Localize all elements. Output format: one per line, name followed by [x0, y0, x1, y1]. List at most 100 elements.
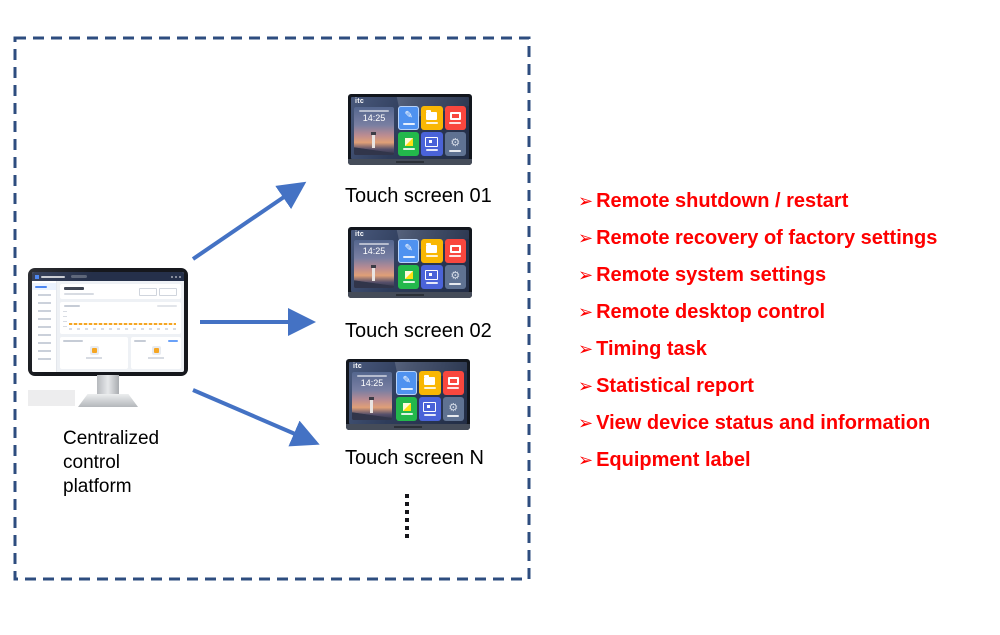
device-bottom-bezel	[348, 159, 472, 165]
touch-screen-device-n: itc 14:25 ✎ ⚙	[346, 359, 470, 430]
touch-screen-device-02: itc 14:25 ✎ ⚙	[348, 227, 472, 298]
device-bottom-bezel	[346, 424, 470, 430]
screen-share-icon	[423, 402, 437, 412]
whiteboard-tile: ✎	[398, 239, 420, 263]
clock-time: 14:25	[362, 246, 386, 256]
screen-share-icon	[425, 270, 439, 280]
clock-time: 14:25	[362, 113, 386, 123]
dashboard-main	[57, 281, 184, 372]
feature-text: Remote recovery of factory settings	[596, 227, 938, 249]
device-screen: itc 14:25 ✎ ⚙	[349, 362, 467, 424]
feature-text: Remote system settings	[596, 264, 827, 286]
speaker-grille	[396, 294, 424, 296]
tile-label-placeholder	[423, 414, 436, 416]
feature-item: ➢Remote system settings	[578, 257, 937, 294]
cube-icon	[404, 271, 413, 279]
tile-label-placeholder	[447, 414, 460, 417]
feature-text: Statistical report	[596, 375, 754, 397]
lighthouse-photo: 14:25	[354, 240, 394, 288]
file-manager-tile	[419, 371, 441, 395]
feature-item: ➢Remote recovery of factory settings	[578, 220, 937, 257]
tile-label-placeholder	[402, 281, 415, 283]
welcome-tile	[398, 132, 420, 156]
itc-logo: itc	[353, 363, 363, 370]
panel-title-placeholder	[133, 340, 146, 342]
dashboard-bottom-row	[60, 337, 181, 369]
tile-label-placeholder	[425, 122, 438, 124]
dashboard-logo	[35, 274, 39, 279]
itc-logo: itc	[355, 231, 365, 238]
tile-label-placeholder	[425, 282, 438, 284]
feature-item: ➢View device status and information	[578, 405, 937, 442]
arrow-to-screen-01	[191, 181, 307, 261]
settings-tile: ⚙	[442, 397, 464, 421]
arrow-to-screen-n	[192, 388, 320, 447]
tile-label-placeholder	[400, 413, 413, 415]
apps-tile	[444, 239, 466, 263]
device-screen: itc 14:25 ✎ ⚙	[351, 230, 469, 292]
empty-state-halo	[89, 346, 99, 356]
whiteboard-tile: ✎	[396, 371, 418, 395]
empty-state-icon	[153, 348, 159, 354]
lighthouse-photo: 14:25	[354, 107, 394, 155]
date-placeholder	[357, 375, 387, 377]
folder-icon	[426, 243, 438, 253]
header-subtitle-placeholder	[64, 293, 94, 295]
settings-tile: ⚙	[444, 132, 466, 156]
apps-tile	[444, 106, 466, 130]
lighthouse	[371, 132, 376, 148]
device-bottom-bezel	[348, 292, 472, 298]
dashboard-sidebar	[32, 281, 57, 372]
feature-text: Remote shutdown / restart	[596, 190, 849, 212]
platform-label: Centralized control platform	[63, 428, 160, 497]
dashboard-chart-card	[60, 302, 181, 334]
chart-y-axis-placeholder	[63, 311, 67, 329]
dashboard-header-card	[60, 284, 181, 299]
folder-icon	[424, 375, 436, 385]
app-tiles: ✎ ⚙	[398, 239, 466, 289]
apps-tile	[442, 371, 464, 395]
speaker-grille	[396, 161, 424, 163]
feature-item: ➢Remote shutdown / restart	[578, 183, 937, 220]
desk-accessory	[28, 390, 75, 406]
device-screen: itc 14:25 ✎ ⚙	[351, 97, 469, 159]
touch-screen-n-label: Touch screen N	[345, 447, 484, 469]
empty-state-caption-placeholder	[147, 356, 164, 359]
header-button-placeholder	[159, 288, 177, 296]
cube-icon	[402, 403, 411, 411]
pencil-icon: ✎	[402, 375, 411, 386]
more-screens-ellipsis	[405, 494, 409, 538]
welcome-tile	[396, 397, 418, 421]
arrow-bullet-icon: ➢	[578, 191, 594, 212]
tile-label-placeholder	[425, 255, 438, 257]
touch-screen-01-label: Touch screen 01	[345, 185, 492, 207]
itc-logo: itc	[355, 98, 365, 105]
feature-text: Equipment label	[596, 449, 751, 471]
screen-share-tile	[419, 397, 441, 421]
empty-state-halo	[151, 346, 161, 356]
touch-screen-02-label: Touch screen 02	[345, 320, 492, 342]
tile-label-placeholder	[449, 282, 462, 285]
gear-icon: ⚙	[450, 268, 461, 282]
clock-time: 14:25	[360, 378, 384, 388]
apps-icon	[449, 112, 461, 120]
dashboard-search-placeholder	[71, 275, 87, 278]
tile-label-placeholder	[449, 255, 462, 257]
dashboard-topbar-icons	[171, 275, 181, 278]
cube-icon	[404, 138, 413, 146]
feature-text: View device status and information	[596, 412, 931, 434]
header-title-placeholder	[64, 287, 84, 290]
monitor-frame	[28, 268, 188, 376]
arrow-bullet-icon: ➢	[578, 265, 594, 286]
shore-rocks	[354, 280, 394, 288]
dashboard-topbar	[32, 272, 184, 281]
feature-item: ➢Timing task	[578, 331, 937, 368]
arrow-bullet-icon: ➢	[578, 376, 594, 397]
header-button-placeholder	[139, 288, 157, 296]
dashboard-screen	[32, 272, 184, 372]
tile-label-placeholder	[447, 387, 460, 389]
apps-icon	[449, 245, 461, 253]
shore-rocks	[354, 147, 394, 155]
arrow-bullet-icon: ➢	[578, 302, 594, 323]
